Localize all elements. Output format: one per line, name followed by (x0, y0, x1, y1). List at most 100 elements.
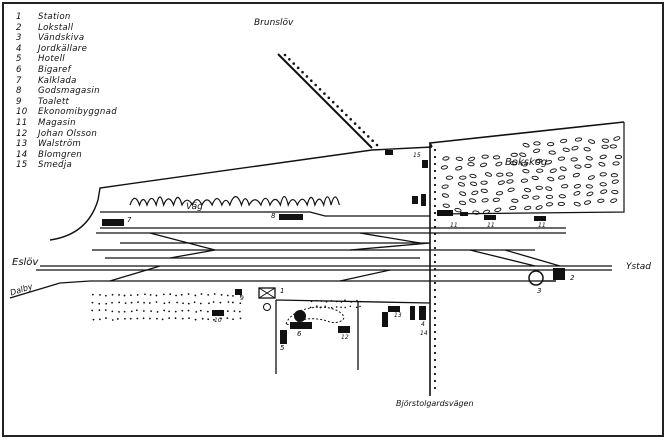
garden-dot-icon (149, 293, 152, 296)
building-bigaref (290, 322, 312, 329)
beech-tree-icon (547, 176, 555, 182)
garden-dot-icon (344, 306, 346, 309)
beech-tree-icon (545, 202, 554, 207)
beech-tree-icon (522, 169, 530, 174)
garden-dot-icon (359, 300, 361, 303)
roadside-tree-icon (296, 66, 300, 70)
roadside-tree-icon (433, 232, 437, 236)
hedge-strip (129, 195, 340, 208)
beech-tree-icon (480, 180, 488, 185)
roadside-tree-icon (433, 211, 437, 215)
bjorstorp-tree-row (433, 148, 437, 390)
beech-tree-icon (442, 203, 450, 208)
beech-tree-icon (524, 205, 532, 211)
map-number-10: 10 (214, 317, 222, 324)
garden-dot-icon (182, 302, 184, 305)
roadside-tree-icon (288, 57, 291, 61)
roadside-tree-icon (345, 113, 348, 117)
beech-tree-icon (535, 205, 543, 210)
roadside-tree-icon (433, 225, 437, 229)
garden-dot-icon (111, 301, 113, 304)
turntable-icon (528, 270, 544, 286)
beech-tree-icon (584, 163, 592, 168)
beech-tree-icon (598, 162, 606, 167)
garden-dot-icon (156, 317, 158, 320)
beech-tree-icon (557, 156, 566, 161)
garden-dot-icon (212, 301, 215, 303)
garden-dot-icon (168, 317, 171, 320)
beech-tree-icon (440, 165, 448, 170)
roadside-tree-icon (433, 204, 437, 208)
beech-tree-icon (559, 166, 567, 172)
garden-dot-icon (226, 317, 229, 320)
garden-dot-icon (325, 301, 328, 303)
beech-tree-icon (511, 198, 519, 203)
building-walstrom-b (388, 306, 400, 312)
garden-dot-icon (212, 318, 215, 321)
beech-tree-icon (573, 201, 581, 207)
garden-dot-icon (226, 294, 229, 297)
garden-dot-icon (344, 299, 346, 301)
map-number-1: 1 (280, 287, 285, 295)
beech-tree-icon (536, 168, 544, 173)
roadside-tree-icon (433, 316, 437, 320)
beech-tree-icon (494, 207, 502, 213)
beech-tree-icon (496, 172, 504, 177)
beech-tree-icon (459, 191, 467, 196)
garden-dot-icon (194, 294, 197, 297)
garden-dot-icon (118, 301, 121, 304)
garden-dot-icon (91, 301, 94, 304)
beech-tree-icon (507, 187, 515, 192)
building-magasin-1 (437, 210, 453, 216)
garden-dot-icon (201, 317, 204, 320)
garden-dot-icon (124, 302, 127, 305)
label-eslov: Eslöv (12, 257, 39, 268)
garden-dot-icon (92, 318, 95, 321)
garden-dot-icon (213, 293, 216, 295)
beech-tree-icon (587, 175, 595, 180)
beech-tree-icon (611, 179, 619, 184)
garden-dot-icon (335, 300, 338, 303)
garden-dot-icon (340, 301, 343, 303)
map-number-7: 7 (127, 216, 132, 224)
building-lokstall (553, 268, 565, 280)
beech-tree-icon (610, 173, 619, 178)
buildings (102, 150, 565, 344)
beech-tree-icon (546, 142, 555, 147)
beech-tree-icon (558, 194, 566, 199)
beech-tree-icon (573, 191, 581, 196)
tree-icon (294, 310, 306, 322)
beech-tree-icon (585, 184, 593, 189)
garden-dot-icon (176, 301, 178, 304)
beech-tree-icon (471, 190, 479, 196)
garden-dot-icon (142, 310, 145, 312)
garden-dot-icon (315, 299, 318, 302)
garden-dot-icon (208, 302, 210, 305)
beech-tree-icon (561, 184, 569, 189)
garden-dot-icon (105, 317, 107, 319)
garden-dot-icon (169, 293, 172, 296)
garden-dot-icon (356, 299, 358, 302)
beech-tree-icon (481, 154, 489, 159)
beech-tree-icon (458, 200, 467, 206)
garden-dot-icon (324, 305, 327, 308)
beech-tree-icon (611, 189, 619, 195)
map-number-15: 15 (413, 152, 421, 159)
roadside-tree-icon (433, 260, 437, 264)
beech-tree-icon (610, 198, 618, 203)
garden-dot-icon (349, 305, 352, 308)
beech-tree-icon (495, 191, 504, 196)
map-number-11c: 11 (538, 222, 546, 229)
roadside-tree-icon (314, 83, 317, 87)
roadside-tree-icon (433, 176, 437, 180)
beech-tree-icon (469, 198, 477, 203)
map-number-11a: 11 (450, 222, 458, 229)
building-north-b (421, 194, 426, 206)
garden-dot-icon (239, 302, 242, 305)
roadside-tree-icon (305, 75, 309, 78)
beech-tree-icon (600, 189, 608, 194)
garden-dot-icon (188, 317, 190, 320)
